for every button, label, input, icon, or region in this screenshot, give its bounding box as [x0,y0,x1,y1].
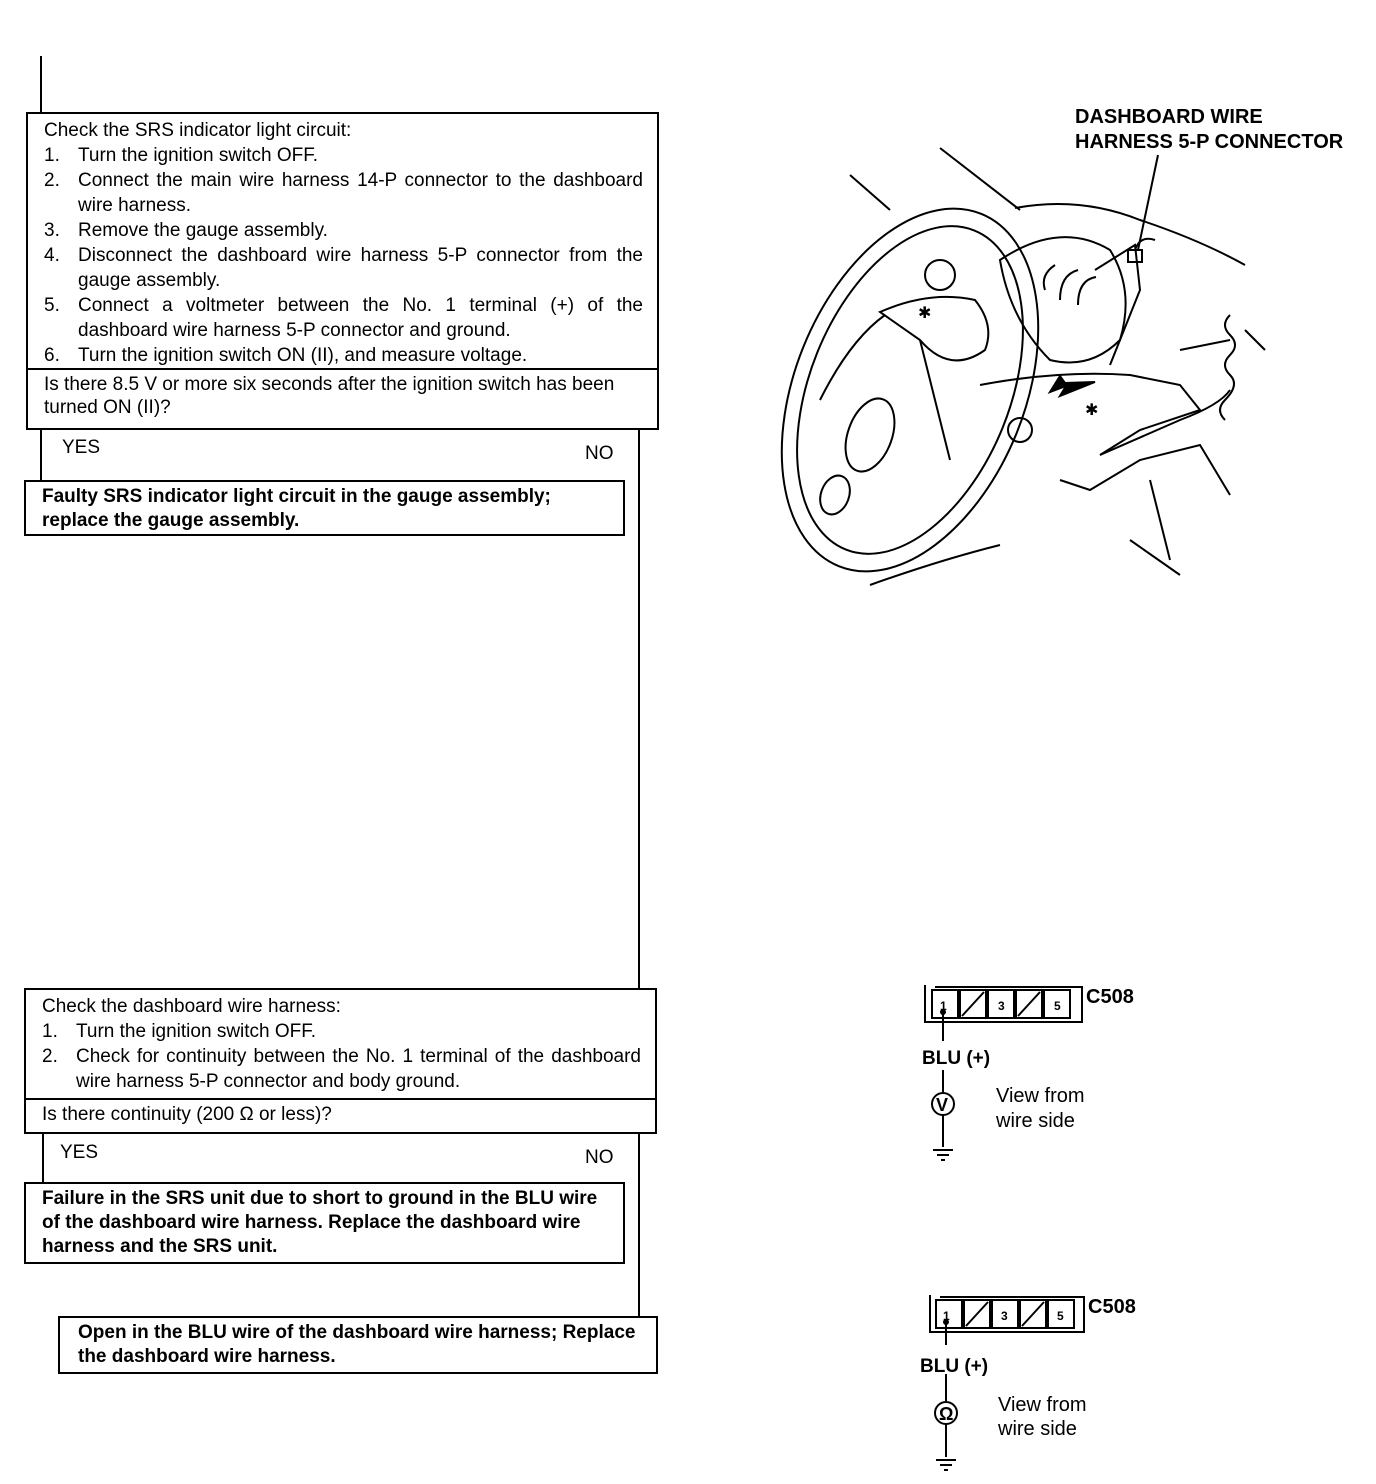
connector2-view-line2: wire side [997,1418,1077,1440]
flow1-procedure-box: Check the SRS indicator light circuit: 1… [26,112,659,370]
flow2-yes-label: YES [60,1142,99,1163]
flow-start-line [40,56,42,112]
connector1-id: C508 [1086,986,1134,1008]
connector2-wire-label: BLU (+) [920,1356,988,1377]
connector-diagram-ohmmeter: 1 3 5 C508 BLU (+) Ω View from wire side [920,1295,1136,1471]
flow1-question: Is there 8.5 V or more six seconds after… [44,374,615,418]
flow1-no-line [638,428,640,990]
direction-arrow-icon [1047,374,1096,399]
connector2-view-line1: View from [998,1394,1087,1416]
voltmeter-icon: V [936,1095,948,1115]
flow2-steps: 1.Turn the ignition switch OFF. 2.Check … [42,1019,641,1094]
flow1-yes-label: YES [62,437,101,458]
flow2-step: 2.Check for continuity between the No. 1… [42,1046,641,1092]
connector2-terminal-5: 5 [1057,1309,1064,1323]
flow2-question: Is there continuity (200 Ω or less)? [42,1104,332,1125]
svg-text:✱: ✱ [1085,402,1098,419]
ohmmeter-icon: Ω [939,1404,953,1424]
flow1-steps: 1.Turn the ignition switch OFF. 2.Connec… [44,143,643,368]
flow2-yes-line [42,1132,44,1182]
connector2-terminal-3: 3 [1001,1309,1008,1323]
flow2-step: 1.Turn the ignition switch OFF. [42,1021,317,1042]
flow1-step: 3.Remove the gauge assembly. [44,220,328,241]
flow2-no-line [638,1132,640,1318]
connector1-terminal-5: 5 [1054,999,1061,1013]
flow1-no-label: NO [585,443,614,464]
flow2-no-result: Open in the BLU wire of the dashboard wi… [78,1322,636,1367]
flow2-yes-result: Failure in the SRS unit due to short to … [42,1188,598,1257]
flow1-title: Check the SRS indicator light circuit: [44,120,352,141]
flow2-no-label: NO [585,1147,614,1168]
connector2-id: C508 [1088,1296,1136,1318]
connector1-terminal-1: 1 [940,999,947,1013]
dashboard-illustration: ✱ ✱ [780,147,1266,586]
flow1-yes-result: Faulty SRS indicator light circuit in th… [42,486,551,531]
flow1-question-box: Is there 8.5 V or more six seconds after… [26,368,659,430]
flow1-step: 5.Connect a voltmeter between the No. 1 … [44,295,643,341]
flow1-step: 2.Connect the main wire harness 14-P con… [44,170,643,216]
flow1-yes-line [40,428,42,480]
flow1-step: 6.Turn the ignition switch ON (II), and … [44,345,528,366]
connector1-terminal-3: 3 [998,999,1005,1013]
connector1-view-line2: wire side [995,1110,1075,1132]
flow2-no-result-box: Open in the BLU wire of the dashboard wi… [58,1316,658,1374]
flow2-yes-result-box: Failure in the SRS unit due to short to … [24,1182,625,1264]
flow2-procedure-box: Check the dashboard wire harness: 1.Turn… [24,988,657,1100]
flow1-step: 4.Disconnect the dashboard wire harness … [44,245,643,291]
connector2-terminal-1: 1 [943,1309,950,1323]
flow2-title: Check the dashboard wire harness: [42,996,341,1017]
flow2-question-box: Is there continuity (200 Ω or less)? [24,1098,657,1134]
flow1-yes-result-box: Faulty SRS indicator light circuit in th… [24,480,625,536]
callout-label-line2: HARNESS 5-P CONNECTOR [1075,131,1344,153]
connector1-view-line1: View from [996,1085,1085,1107]
connector1-wire-label: BLU (+) [922,1048,990,1069]
svg-text:✱: ✱ [918,305,931,322]
connector-diagram-voltmeter: 1 3 5 C508 BLU (+) V View from wire side [922,985,1134,1161]
callout-label-line1: DASHBOARD WIRE [1075,106,1263,128]
flow1-step: 1.Turn the ignition switch OFF. [44,145,319,166]
